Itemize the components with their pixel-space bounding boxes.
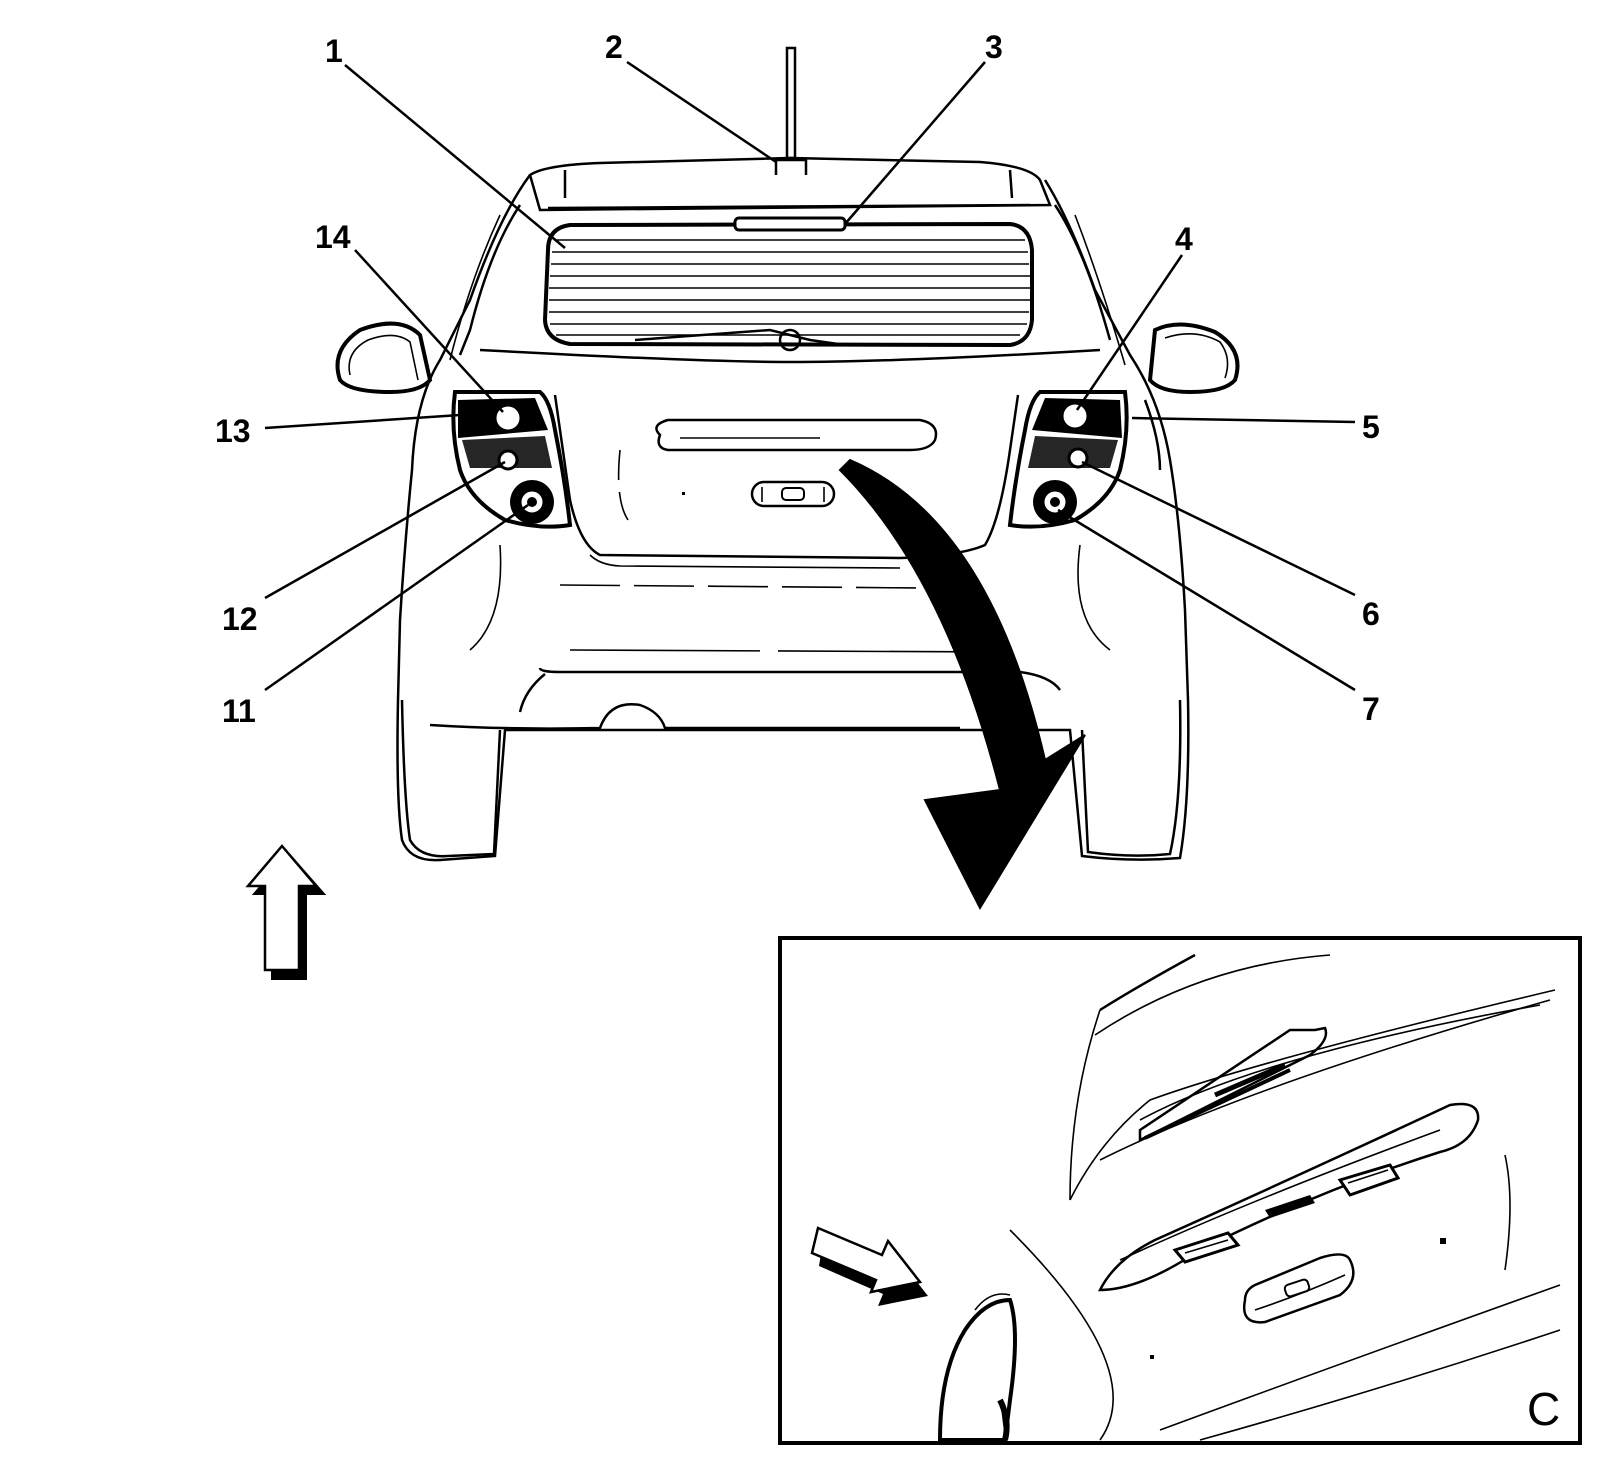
right-side-mirror (1147, 322, 1240, 395)
liftgate (553, 394, 1020, 560)
rear-window (542, 216, 1034, 352)
callout-2: 2 (605, 29, 623, 65)
callout-6: 6 (1362, 596, 1380, 632)
left-side-mirror (335, 321, 433, 395)
callout-7: 7 (1362, 691, 1380, 727)
callout-11: 11 (222, 693, 256, 729)
callout-13: 13 (215, 413, 251, 449)
callout-5: 5 (1362, 409, 1380, 445)
antenna (774, 46, 808, 175)
license-lamp-left (1172, 1231, 1241, 1264)
detail-view-c: C (778, 936, 1582, 1445)
liftgate-trim (655, 418, 938, 452)
rear-camera (1265, 1195, 1315, 1218)
callout-1: 1 (325, 33, 343, 69)
right-arrow-icon (810, 1226, 928, 1306)
curved-arrow-icon (838, 458, 1086, 911)
rear-wiper (634, 328, 846, 347)
roof-spoiler (528, 156, 1052, 212)
callout-3: 3 (985, 29, 1003, 65)
rear-bumper (469, 544, 1111, 651)
right-tail-lamp (1007, 390, 1162, 529)
left-tail-lamp (451, 390, 573, 529)
license-lamp-right (1337, 1163, 1401, 1197)
view-letter: C (1527, 1383, 1560, 1435)
callout-4: 4 (1175, 221, 1193, 257)
callout-14: 14 (315, 219, 351, 255)
high-mount-stop-lamp (733, 216, 847, 232)
vehicle-rear-view (335, 46, 1240, 862)
up-arrow-icon (245, 844, 327, 980)
body-outline (396, 174, 1190, 862)
callout-12: 12 (222, 601, 258, 637)
